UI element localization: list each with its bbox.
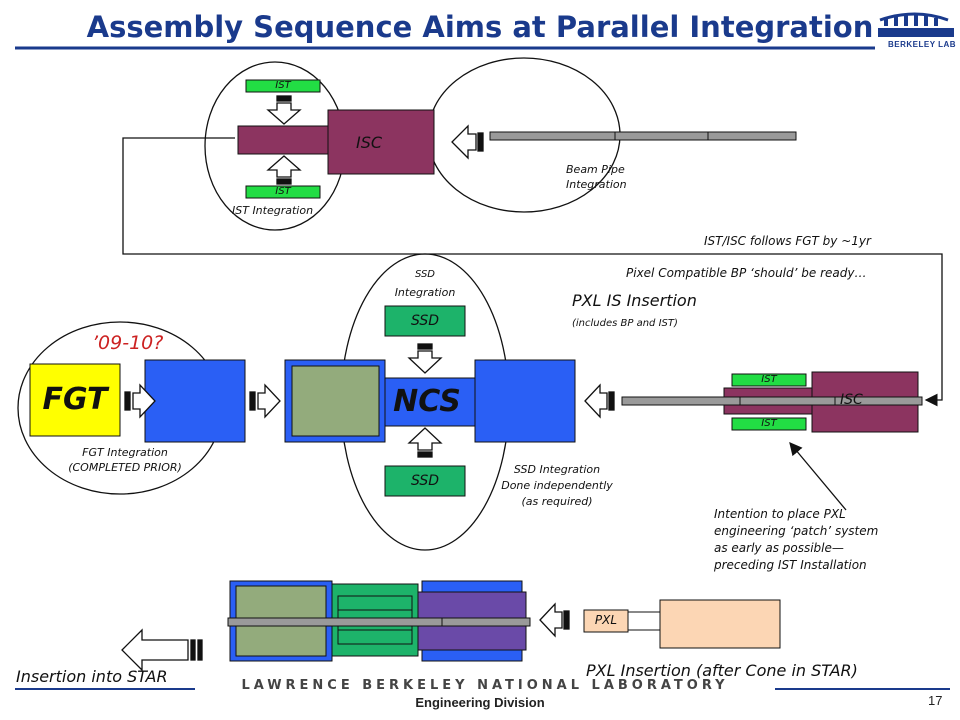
arrow-right-ncs [249,383,281,419]
pixel-bp-note: Pixel Compatible BP ‘should’ be ready… [626,266,867,280]
arrow-left-pxl [539,602,570,638]
intention-arrow [789,442,847,511]
ssd-indep-label-1: SSD Integration [513,463,601,476]
pxl-is-title: PXL IS Insertion [572,291,697,310]
beam-pipe-label-2: Integration [566,178,627,191]
fgt-integration-label-1: FGT Integration [82,446,168,459]
berkeley-lab-logo [878,12,954,37]
ssd-integration-label-2: Integration [394,286,456,299]
page-number: 17 [928,693,943,708]
ist-shaft [237,125,329,155]
ist-isc-flow-line [122,137,943,407]
beam-pipe [489,131,797,141]
ssd-indep-label-3: (as required) [521,495,593,508]
pxl-insertion-label: PXL Insertion (after Cone in STAR) [586,661,858,680]
right-beam-pipe [621,396,923,406]
ssd-indep-label-2: Done independently [501,479,613,492]
pxl-rod [627,611,661,631]
right-ist-bottom-box [731,417,807,431]
ssd-bottom-box [384,465,466,497]
fgt-integration-label-2: (COMPLETED PRIOR) [68,461,182,474]
intention-line-2: engineering ‘patch’ system [714,524,879,538]
arrow-left-pxl-is [584,383,615,419]
fgt-label: FGT [42,382,108,417]
fgt-box [29,363,121,437]
ssd-top-label: SSD [410,313,440,329]
arrow-up-top [266,155,302,185]
bottom-beam-pipe [227,617,531,627]
insertion-star-label: Insertion into STAR [16,667,168,686]
follows-note: IST/ISC follows FGT by ~1yr [704,234,871,248]
intention-line-3: as early as possible— [714,541,844,555]
pxl-label: PXL [594,613,618,627]
right-ist-top-label: IST [761,374,777,385]
arrow-down-top [266,95,302,125]
arrow-insertion-star [121,628,203,672]
right-isc-label: ISC [840,392,863,408]
ssd-top-box [384,305,466,337]
year-label: ’09-10? [92,332,164,354]
right-ist-bottom-label: IST [761,418,777,429]
arrow-up-ssd [407,427,443,458]
arrow-right-fgt [124,383,156,419]
intention-line-4: preceding IST Installation [714,558,867,572]
ncs-label: NCS [393,384,461,419]
right-ist-top-box [731,373,807,387]
ist-bottom-box [245,185,321,199]
isc-block [327,109,435,175]
ist-top-box [245,79,321,93]
arrow-left-beampipe [451,124,484,160]
ssd-bottom-label: SSD [410,473,440,489]
ist-integration-label: IST Integration [232,204,314,217]
pxl-is-subtitle: (includes BP and IST) [572,318,678,329]
ncs-right-block [474,359,576,443]
arrow-down-ssd [407,343,443,374]
footer-division: Engineering Division [415,695,545,710]
ssd-integration-label-1: SSD [414,269,436,280]
isc-label: ISC [356,133,383,152]
ist-top-label: IST [275,80,291,91]
logo-text: BERKELEY LAB [888,40,957,49]
beam-pipe-label-1: Beam Pipe [566,163,625,176]
ncs-center [384,377,476,427]
ncs-green-block [291,365,380,437]
ist-bottom-label: IST [275,186,291,197]
lbnl-banner: LAWRENCE BERKELEY NATIONAL LABORATORY [241,678,729,693]
pxl-body [659,599,781,649]
page-title: Assembly Sequence Aims at Parallel Integ… [86,10,874,44]
intention-line-1: Intention to place PXL [714,507,846,521]
fgt-blue-block [144,359,246,443]
